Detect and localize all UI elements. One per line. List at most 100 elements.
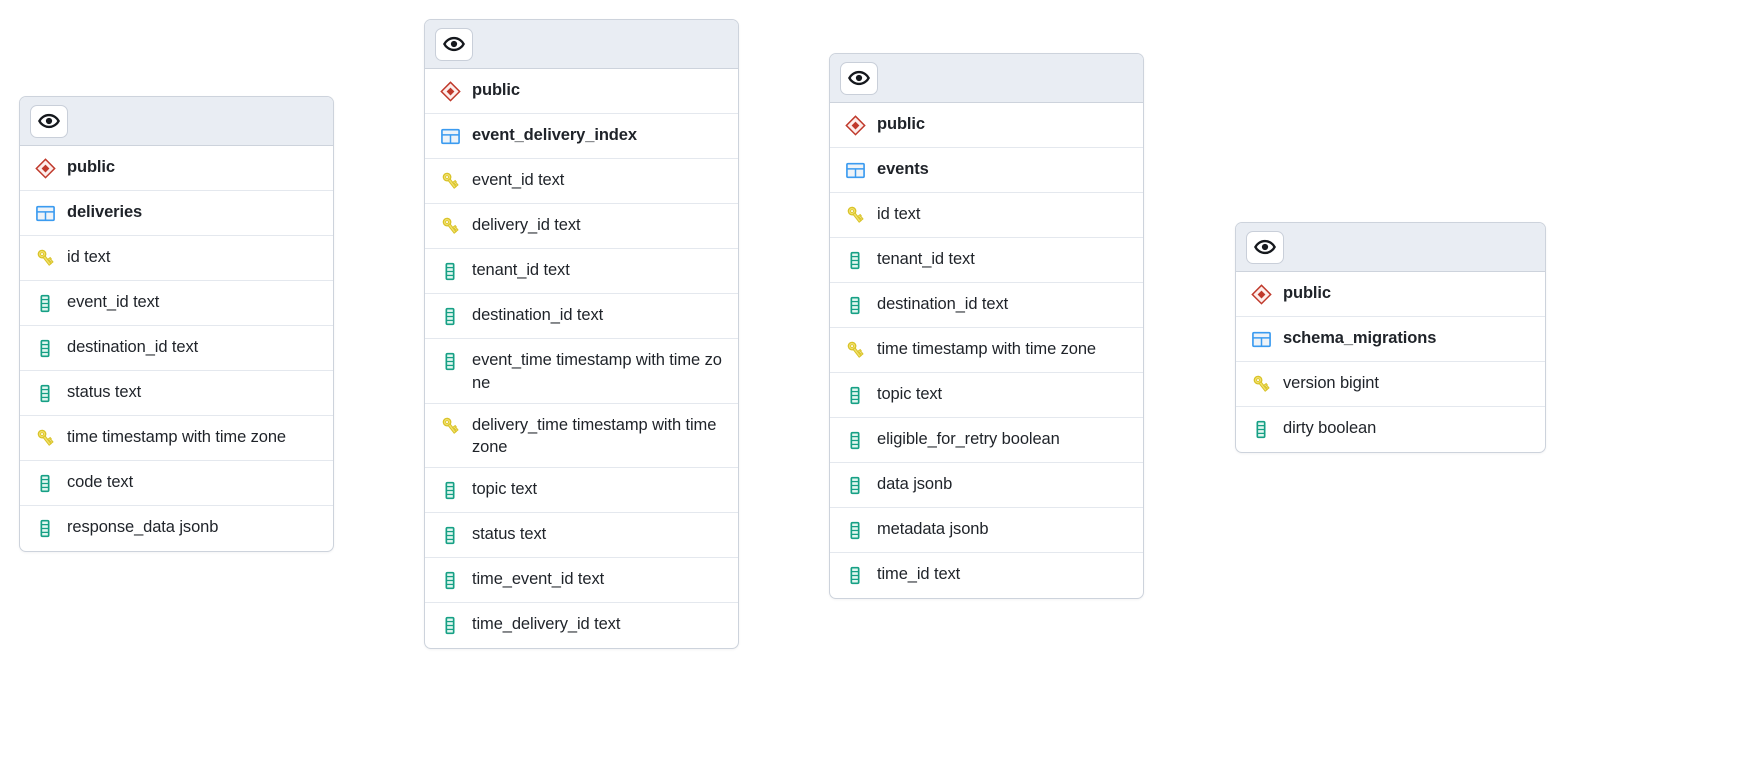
column-icon [437,567,463,594]
schema-diamond-icon [439,81,461,102]
table-name-row[interactable]: events [830,148,1143,193]
table-name-row[interactable]: schema_migrations [1236,317,1545,362]
table-grid-icon [32,200,58,227]
key-icon [1253,375,1270,392]
primary-key-column-row[interactable]: time timestamp with time zone [20,416,333,461]
column-icon [437,522,463,549]
primary-key-column-row[interactable]: delivery_time timestamp with time zone [425,404,738,469]
key-icon [1248,371,1274,398]
column-row[interactable]: status text [20,371,333,416]
column-icon [850,431,860,450]
column-icon [32,335,58,362]
primary-key-column-row[interactable]: version bigint [1236,362,1545,407]
primary-key-column-row[interactable]: id text [20,236,333,281]
key-icon [842,202,868,229]
table-grid-icon [35,205,55,222]
column-icon [1256,420,1266,439]
primary-key-column-row-label: delivery_id text [472,216,581,234]
column-row[interactable]: topic text [425,468,738,514]
column-row-label: destination_id text [472,306,604,324]
schema-row-label: public [1283,284,1331,302]
schema-diamond-icon [437,78,463,105]
schema-diamond-icon [32,155,58,182]
column-row[interactable]: code text [20,461,333,506]
column-row[interactable]: destination_id text [830,283,1143,328]
table-name-row[interactable]: deliveries [20,191,333,236]
key-icon [437,213,463,240]
table-name-row[interactable]: event_delivery_index [425,114,738,159]
column-row[interactable]: data jsonb [830,463,1143,508]
column-icon [842,562,868,589]
column-row[interactable]: response_data jsonb [20,506,333,551]
visibility-toggle-button[interactable] [1246,230,1284,264]
column-icon [32,515,58,542]
column-row[interactable]: destination_id text [20,326,333,371]
eye-icon [848,70,870,86]
schema-row-label: public [67,158,115,176]
column-row-label: tenant_id text [877,250,975,268]
key-icon [442,172,459,189]
column-row[interactable]: time_event_id text [425,558,738,604]
column-icon [437,303,463,330]
table-card-deliveries[interactable]: public deliveries id text event_id text … [19,96,334,552]
primary-key-column-row-label: id text [877,205,921,223]
schema-row-label: public [877,115,925,133]
column-row-label: status text [472,525,547,544]
visibility-toggle-button[interactable] [840,61,878,95]
column-icon [40,294,50,313]
primary-key-column-row[interactable]: delivery_id text [425,204,738,249]
column-row[interactable]: event_time timestamp with time zone [425,339,738,404]
schema-diamond-icon [844,115,866,136]
primary-key-column-row[interactable]: event_id text [425,159,738,204]
visibility-toggle-button[interactable] [30,104,68,138]
table-grid-icon [845,162,865,179]
schema-row[interactable]: public [830,103,1143,148]
column-row[interactable]: status text [425,513,738,559]
schema-row[interactable]: public [20,146,333,191]
column-icon [842,517,868,544]
column-row[interactable]: time_id text [830,553,1143,598]
column-row[interactable]: tenant_id text [425,249,738,294]
key-icon [37,429,54,446]
key-icon [442,217,459,234]
column-row-label: topic text [472,480,538,499]
column-row[interactable]: destination_id text [425,294,738,339]
key-icon [847,341,864,358]
table-card-schema_migrations[interactable]: public schema_migrations version bigint … [1235,222,1546,453]
column-icon [445,481,455,500]
column-row[interactable]: event_id text [20,281,333,326]
schema-row[interactable]: public [1236,272,1545,317]
column-row[interactable]: time_delivery_id text [425,603,738,648]
column-icon [445,571,455,590]
column-icon [437,477,463,504]
column-row-label: eligible_for_retry boolean [877,430,1060,448]
column-icon [40,339,50,358]
table-card-event_delivery_index[interactable]: public event_delivery_index event_id tex… [424,19,739,650]
primary-key-column-row[interactable]: id text [830,193,1143,238]
eye-icon [38,113,60,129]
column-icon [40,474,50,493]
column-row[interactable]: topic text [830,373,1143,418]
visibility-toggle-button[interactable] [435,27,473,61]
column-row[interactable]: tenant_id text [830,238,1143,283]
key-icon [437,413,463,440]
primary-key-column-row[interactable]: time timestamp with time zone [830,328,1143,373]
column-row[interactable]: metadata jsonb [830,508,1143,553]
primary-key-column-row-label: event_id text [472,171,565,189]
column-icon [445,352,455,371]
column-icon [842,247,868,274]
schema-row[interactable]: public [425,69,738,114]
column-row[interactable]: dirty boolean [1236,407,1545,452]
column-row[interactable]: eligible_for_retry boolean [830,418,1143,463]
table-card-events[interactable]: public events id text tenant_id text des… [829,53,1144,599]
column-icon [40,384,50,403]
column-row-label: data jsonb [877,475,953,493]
key-icon [32,245,58,272]
column-row-label: event_time timestamp with time zone [472,351,722,392]
column-icon [40,519,50,538]
table-card-header [425,20,738,69]
table-card-header [830,54,1143,103]
column-icon [850,521,860,540]
key-icon [442,417,459,434]
column-row-label: time_event_id text [472,570,605,589]
